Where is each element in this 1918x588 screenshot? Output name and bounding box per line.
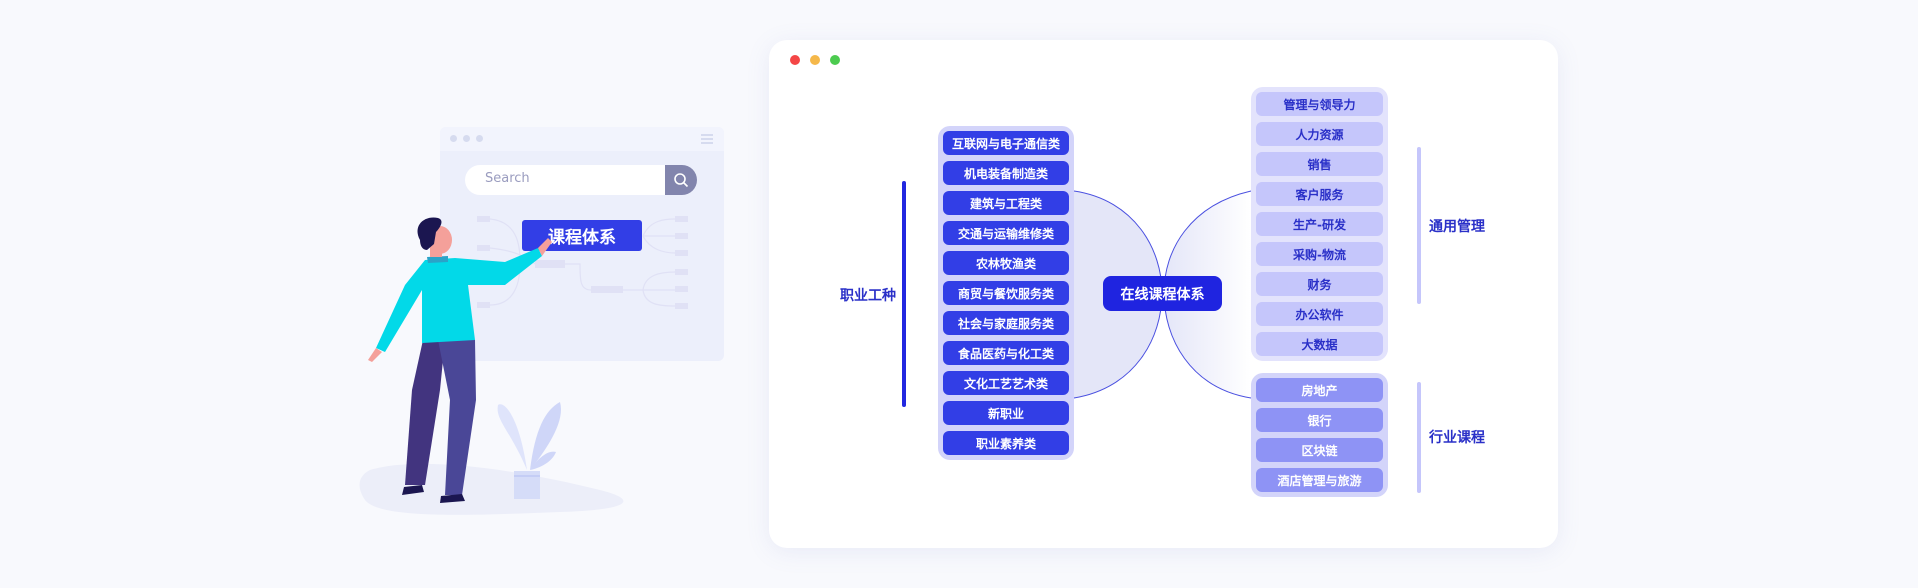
list-item[interactable]: 区块链: [1256, 438, 1383, 462]
group-label-occupations: 职业工种: [840, 288, 896, 304]
list-item[interactable]: 客户服务: [1256, 182, 1383, 206]
list-item[interactable]: 食品医药与化工类: [943, 341, 1069, 365]
list-item[interactable]: 管理与领导力: [1256, 92, 1383, 116]
general-management-list: 管理与领导力 人力资源 销售 客户服务 生产-研发 采购-物流 财务 办公软件 …: [1251, 87, 1388, 361]
list-item[interactable]: 商贸与餐饮服务类: [943, 281, 1069, 305]
illustration: Search 课程体系: [0, 0, 760, 588]
list-item[interactable]: 职业素养类: [943, 431, 1069, 455]
group-bracket-industry: [1417, 382, 1421, 493]
list-item[interactable]: 银行: [1256, 408, 1383, 432]
search-input[interactable]: Search: [465, 165, 697, 195]
list-item[interactable]: 农林牧渔类: [943, 251, 1069, 275]
plant-icon: [497, 402, 561, 499]
list-item[interactable]: 互联网与电子通信类: [943, 131, 1069, 155]
list-item[interactable]: 财务: [1256, 272, 1383, 296]
list-item[interactable]: 机电装备制造类: [943, 161, 1069, 185]
menu-icon: [701, 134, 713, 144]
search-placeholder: Search: [485, 171, 530, 186]
list-item[interactable]: 销售: [1256, 152, 1383, 176]
list-item[interactable]: 社会与家庭服务类: [943, 311, 1069, 335]
list-item[interactable]: 采购-物流: [1256, 242, 1383, 266]
window-minimize-dot[interactable]: [810, 55, 820, 65]
window-close-dot[interactable]: [790, 55, 800, 65]
list-item[interactable]: 交通与运输维修类: [943, 221, 1069, 245]
window-maximize-dot[interactable]: [830, 55, 840, 65]
search-button[interactable]: [665, 165, 697, 195]
group-label-general-management: 通用管理: [1429, 219, 1485, 235]
occupation-list: 互联网与电子通信类 机电装备制造类 建筑与工程类 交通与运输维修类 农林牧渔类 …: [938, 126, 1074, 460]
list-item[interactable]: 大数据: [1256, 332, 1383, 356]
list-item[interactable]: 新职业: [943, 401, 1069, 425]
list-item[interactable]: 建筑与工程类: [943, 191, 1069, 215]
list-item[interactable]: 酒店管理与旅游: [1256, 468, 1383, 492]
industry-course-list: 房地产 银行 区块链 酒店管理与旅游: [1251, 373, 1388, 497]
list-item[interactable]: 生产-研发: [1256, 212, 1383, 236]
group-bracket-general: [1417, 147, 1421, 304]
center-node[interactable]: 在线课程体系: [1103, 276, 1222, 311]
list-item[interactable]: 人力资源: [1256, 122, 1383, 146]
person-figure: [368, 217, 561, 503]
list-item[interactable]: 房地产: [1256, 378, 1383, 402]
group-label-industry-courses: 行业课程: [1429, 430, 1485, 446]
group-bracket-left: [902, 181, 906, 407]
list-item[interactable]: 办公软件: [1256, 302, 1383, 326]
list-item[interactable]: 文化工艺艺术类: [943, 371, 1069, 395]
search-icon: [674, 173, 689, 188]
